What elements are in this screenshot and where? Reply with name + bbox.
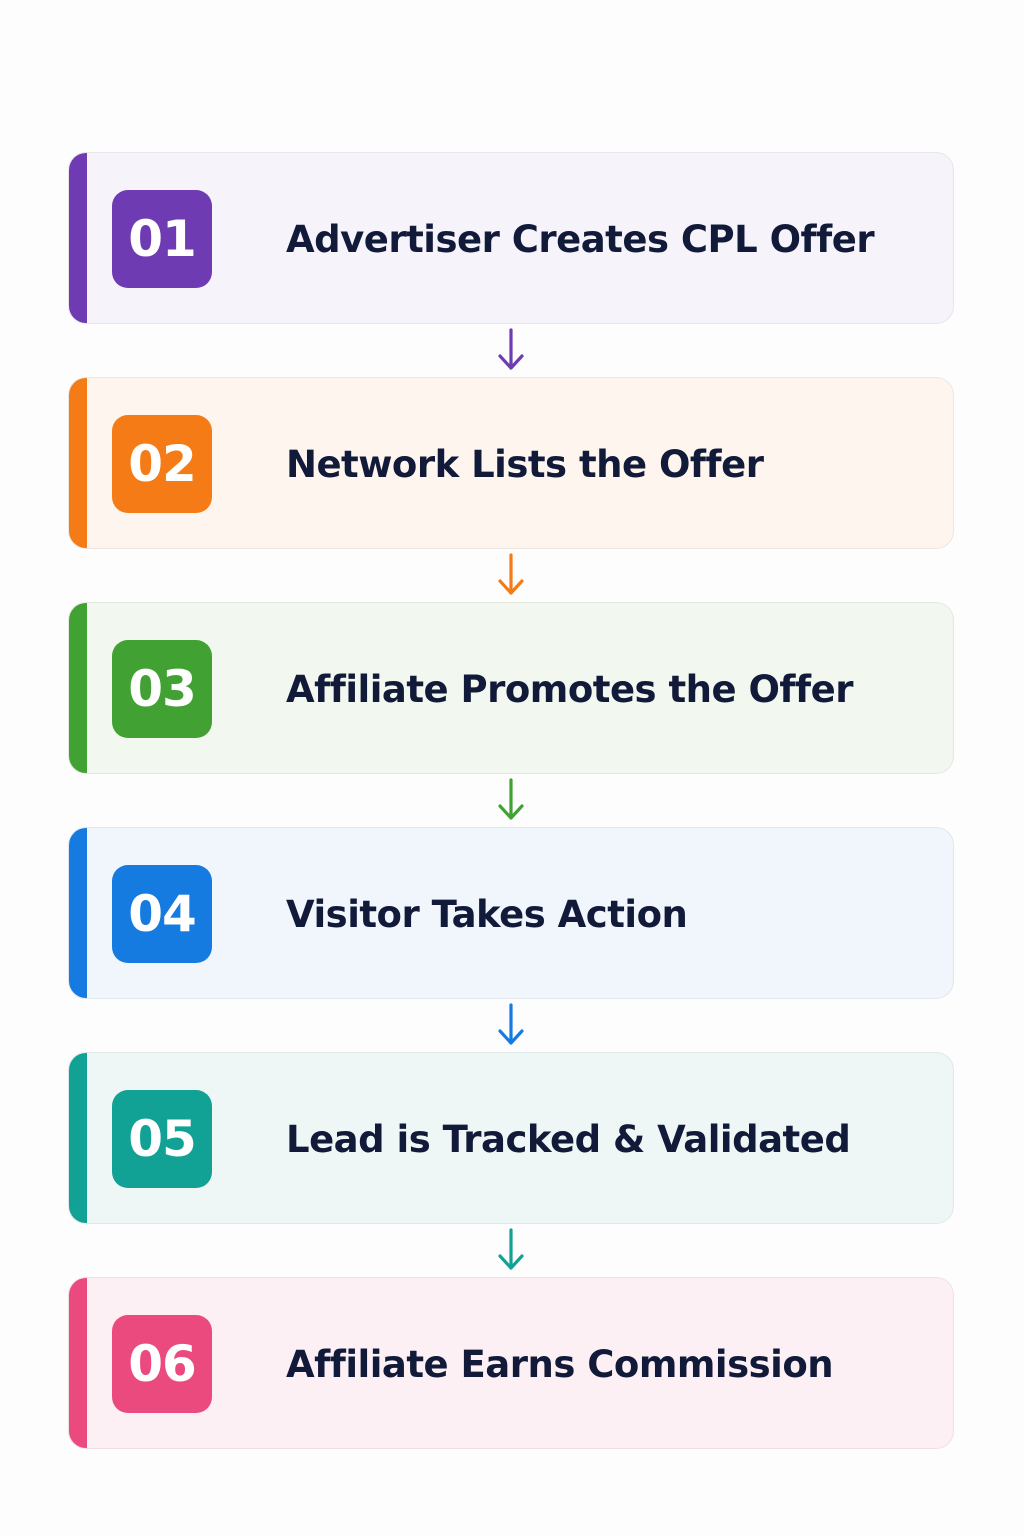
connector-arrow-5 bbox=[68, 1224, 954, 1277]
step-accent-bar bbox=[69, 378, 87, 548]
step-number-badge: 05 bbox=[112, 1090, 212, 1188]
connector-arrow-2 bbox=[68, 549, 954, 602]
connector-arrow-3 bbox=[68, 774, 954, 827]
step-card-04: 04 Visitor Takes Action bbox=[68, 827, 954, 999]
step-card-02: 02 Network Lists the Offer bbox=[68, 377, 954, 549]
step-number-badge: 02 bbox=[112, 415, 212, 513]
connector-arrow-1 bbox=[68, 324, 954, 377]
step-number-badge: 01 bbox=[112, 190, 212, 288]
step-label: Lead is Tracked & Validated bbox=[286, 1117, 851, 1161]
step-card-01: 01 Advertiser Creates CPL Offer bbox=[68, 152, 954, 324]
step-accent-bar bbox=[69, 1278, 87, 1448]
step-label: Visitor Takes Action bbox=[286, 892, 688, 936]
step-label: Advertiser Creates CPL Offer bbox=[286, 217, 875, 261]
step-accent-bar bbox=[69, 1053, 87, 1223]
step-label: Affiliate Promotes the Offer bbox=[286, 667, 853, 711]
arrow-down-icon bbox=[498, 1003, 524, 1045]
step-label: Network Lists the Offer bbox=[286, 442, 764, 486]
arrow-down-icon bbox=[498, 328, 524, 370]
process-flow: 01 Advertiser Creates CPL Offer 02 Netwo… bbox=[68, 152, 954, 1449]
step-card-06: 06 Affiliate Earns Commission bbox=[68, 1277, 954, 1449]
step-label: Affiliate Earns Commission bbox=[286, 1342, 834, 1386]
step-number-badge: 06 bbox=[112, 1315, 212, 1413]
arrow-down-icon bbox=[498, 1228, 524, 1270]
step-accent-bar bbox=[69, 603, 87, 773]
step-card-05: 05 Lead is Tracked & Validated bbox=[68, 1052, 954, 1224]
step-accent-bar bbox=[69, 153, 87, 323]
connector-arrow-4 bbox=[68, 999, 954, 1052]
step-number-badge: 03 bbox=[112, 640, 212, 738]
arrow-down-icon bbox=[498, 778, 524, 820]
step-accent-bar bbox=[69, 828, 87, 998]
step-number-badge: 04 bbox=[112, 865, 212, 963]
arrow-down-icon bbox=[498, 553, 524, 595]
step-card-03: 03 Affiliate Promotes the Offer bbox=[68, 602, 954, 774]
